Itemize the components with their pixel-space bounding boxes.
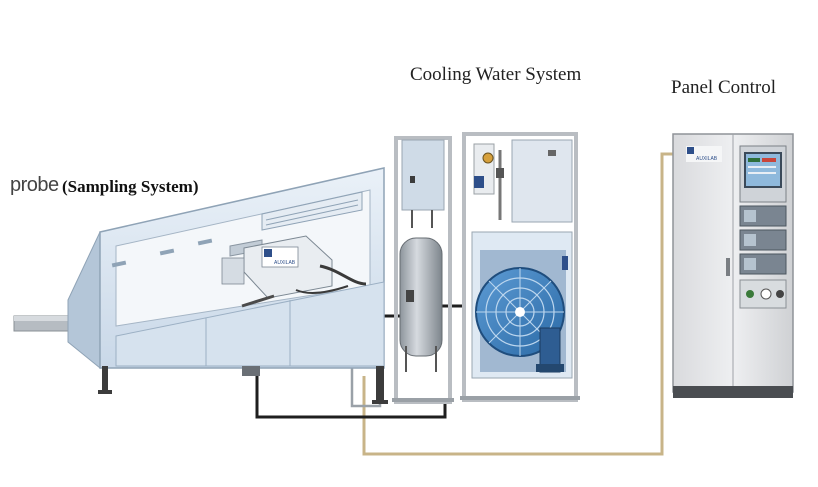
chiller-unit [460,132,580,402]
cooling-water-system [392,132,580,404]
probe-cone [67,231,101,370]
sampler-logo-text: AUXILAB [274,260,296,266]
sampler-module: AUXILAB [221,235,367,308]
panel-logo-plate [686,146,722,162]
sampling-system: AUXILAB [13,167,388,404]
cooling-water-system-label: Cooling Water System [410,64,582,85]
water-pipe-loop [255,376,447,419]
panel-control-label: Panel Control [671,77,777,98]
signal-cable [362,152,673,456]
panel-logo-text: AUXILAB [696,156,718,162]
water-tank [399,237,443,357]
control-panel: AUXILAB [672,133,794,398]
probe-label: probe [10,174,59,196]
sampling-system-label: (Sampling System) [62,177,199,196]
emergency-knob [760,288,772,300]
tank-frame [392,136,454,404]
housing-legs [98,366,388,404]
